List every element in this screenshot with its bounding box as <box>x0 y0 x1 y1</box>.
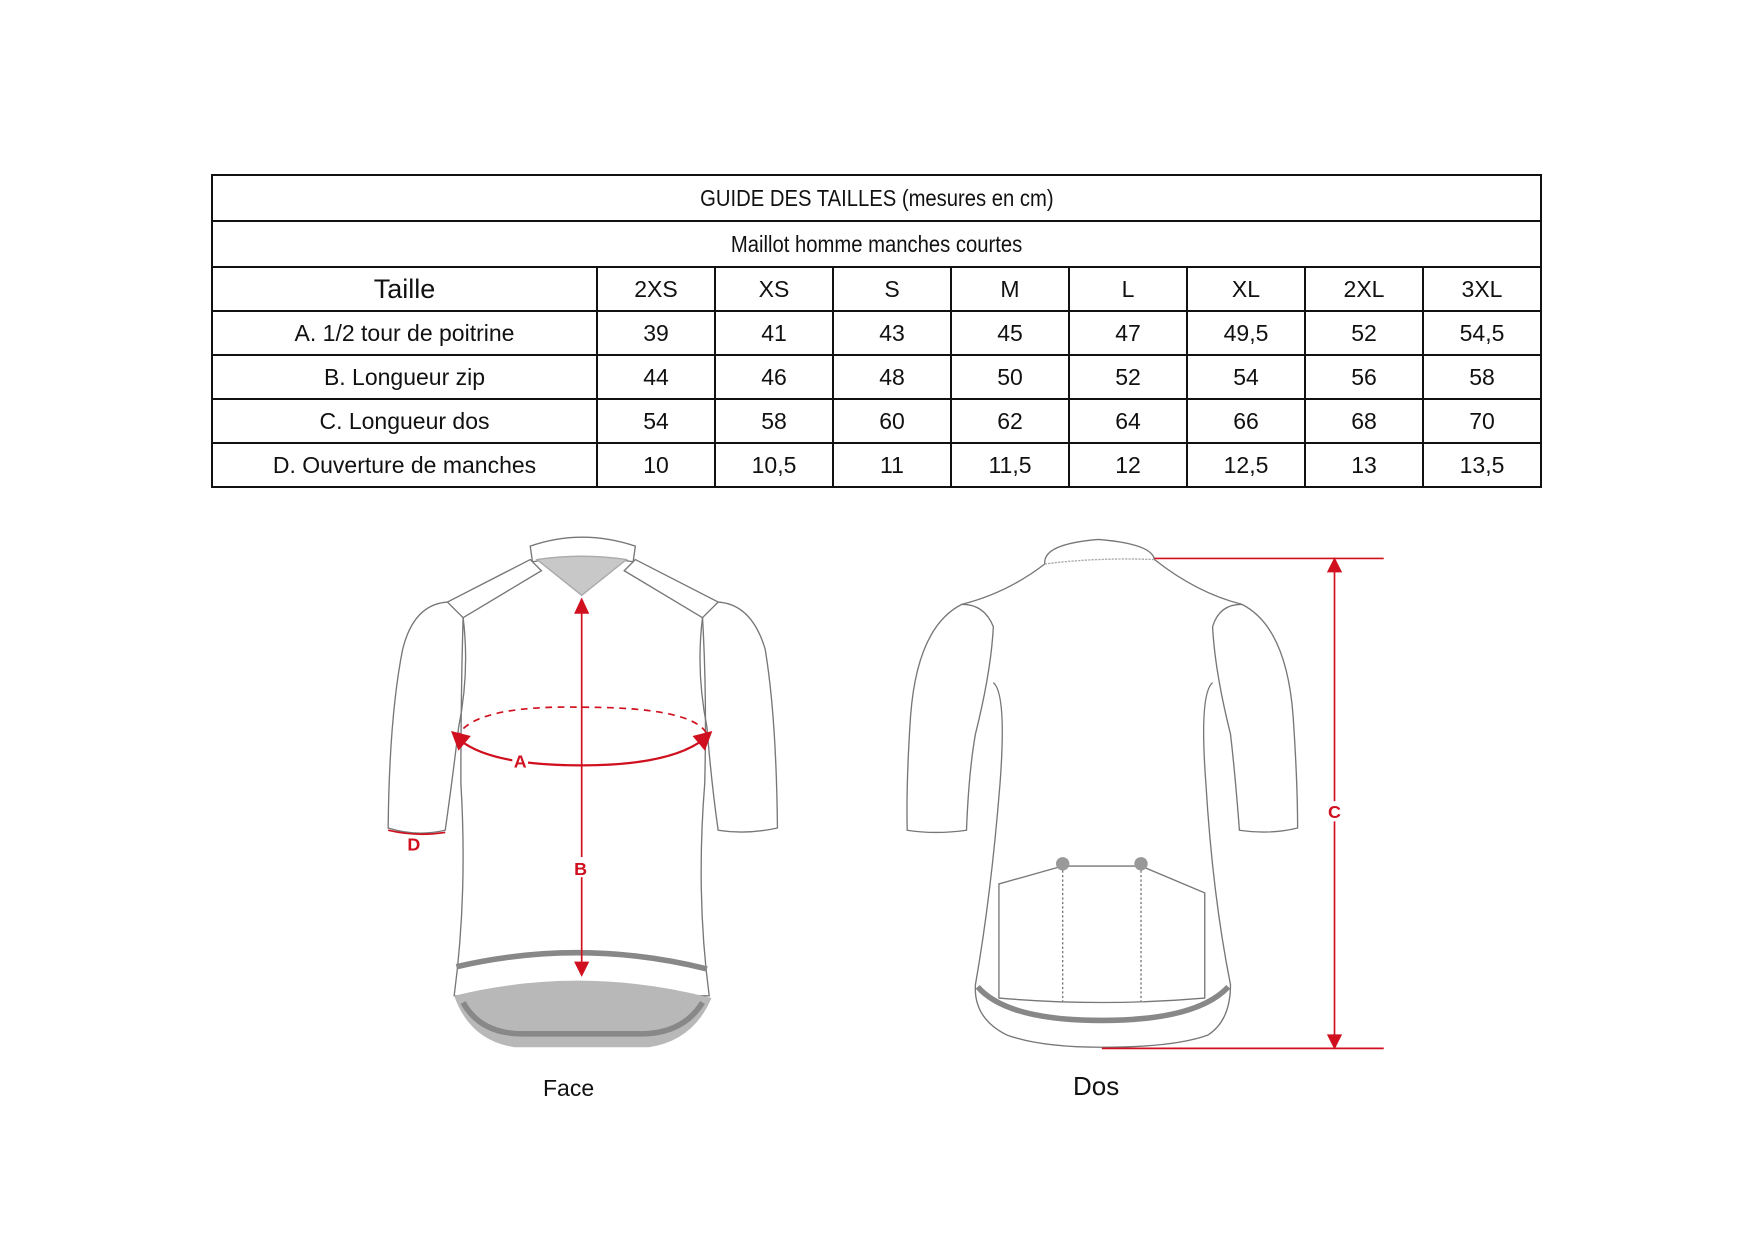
size-header: XS <box>714 266 834 312</box>
measure-value: 47 <box>1068 310 1188 356</box>
size-header: XL <box>1186 266 1306 312</box>
size-header: M <box>950 266 1070 312</box>
header-label: Taille <box>211 266 598 312</box>
measure-value: 54 <box>1186 354 1306 400</box>
back-jersey <box>906 538 1299 1048</box>
measure-value: 68 <box>1304 398 1424 444</box>
measure-value: 54 <box>596 398 716 444</box>
measure-label: B. Longueur zip <box>211 354 598 400</box>
measure-value: 49,5 <box>1186 310 1306 356</box>
measure-label: D. Ouverture de manches <box>211 442 598 488</box>
measure-value: 39 <box>596 310 716 356</box>
header-row: Taille 2XS XS S M L XL 2XL 3XL <box>211 266 1542 312</box>
size-header: S <box>832 266 952 312</box>
table-subtitle: Maillot homme manches courtes <box>211 220 1542 268</box>
measure-value: 64 <box>1068 398 1188 444</box>
size-header: 2XL <box>1304 266 1424 312</box>
measure-value: 11,5 <box>950 442 1070 488</box>
measure-value: 46 <box>714 354 834 400</box>
back-caption: Dos <box>1073 1071 1120 1101</box>
measure-value: 56 <box>1304 354 1424 400</box>
marker-b: B <box>574 859 587 879</box>
measure-value: 50 <box>950 354 1070 400</box>
measure-value: 62 <box>950 398 1070 444</box>
measure-value: 44 <box>596 354 716 400</box>
size-header: 2XS <box>596 266 716 312</box>
subtitle-text: Maillot homme manches courtes <box>730 230 1023 257</box>
marker-labels: A B C D <box>407 752 1343 879</box>
measure-value: 11 <box>832 442 952 488</box>
measure-value: 54,5 <box>1422 310 1542 356</box>
measure-value: 45 <box>950 310 1070 356</box>
measure-label: C. Longueur dos <box>211 398 598 444</box>
measure-value: 41 <box>714 310 834 356</box>
measure-value: 10 <box>596 442 716 488</box>
measure-value: 13 <box>1304 442 1424 488</box>
size-header: L <box>1068 266 1188 312</box>
marker-d: D <box>407 834 420 854</box>
measure-value: 12,5 <box>1186 442 1306 488</box>
measure-value: 66 <box>1186 398 1306 444</box>
measure-label: A. 1/2 tour de poitrine <box>211 310 598 356</box>
measure-value: 12 <box>1068 442 1188 488</box>
front-measures <box>387 597 713 977</box>
measure-value: 58 <box>1422 354 1542 400</box>
marker-c: C <box>1328 802 1341 822</box>
measure-value: 48 <box>832 354 952 400</box>
measure-value: 60 <box>832 398 952 444</box>
measure-value: 43 <box>832 310 952 356</box>
title-text: GUIDE DES TAILLES (mesures en cm) <box>699 184 1054 211</box>
measure-value: 52 <box>1068 354 1188 400</box>
measure-value: 70 <box>1422 398 1542 444</box>
measure-value: 52 <box>1304 310 1424 356</box>
size-guide-table: GUIDE DES TAILLES (mesures en cm) Maillo… <box>211 174 1542 488</box>
front-caption: Face <box>543 1075 595 1101</box>
measure-value: 58 <box>714 398 834 444</box>
size-header: 3XL <box>1422 266 1542 312</box>
front-jersey <box>387 536 779 1048</box>
table-title: GUIDE DES TAILLES (mesures en cm) <box>211 174 1542 222</box>
measure-value: 13,5 <box>1422 442 1542 488</box>
measure-value: 10,5 <box>714 442 834 488</box>
marker-a: A <box>514 752 527 772</box>
